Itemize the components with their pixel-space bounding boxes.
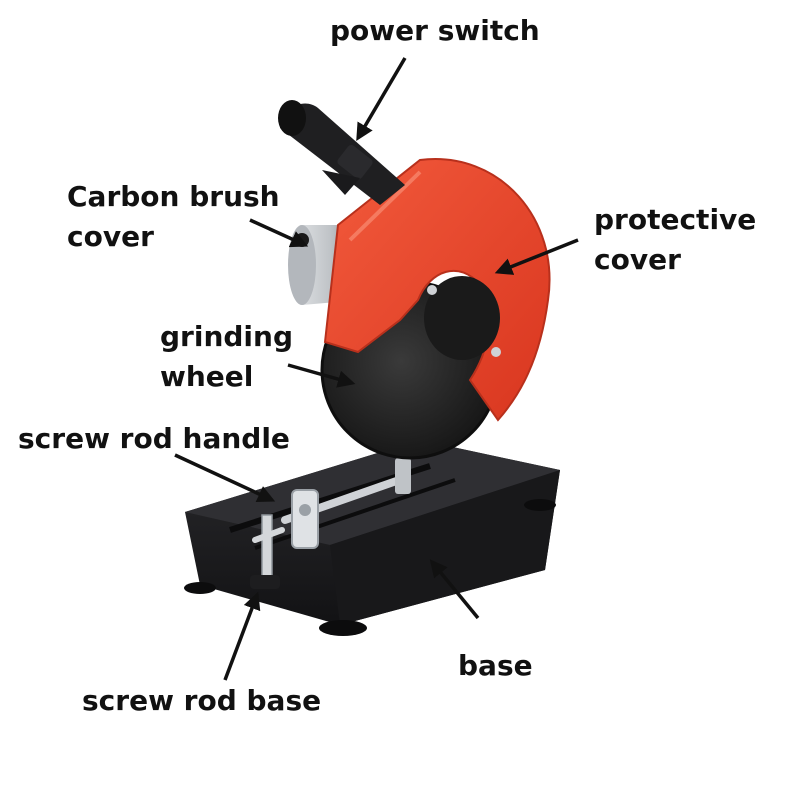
arrow-base bbox=[429, 559, 480, 620]
label-grinding-wheel-line1: grinding bbox=[160, 320, 293, 353]
label-protective-cover-line2: cover bbox=[594, 243, 681, 276]
arrow-protective-cover bbox=[494, 238, 579, 275]
base-part bbox=[184, 440, 560, 636]
arrow-screw-rod-handle bbox=[174, 453, 276, 503]
handle-part bbox=[278, 100, 405, 205]
arrow-grinding-wheel bbox=[287, 363, 356, 388]
label-grinding-wheel-line2: wheel bbox=[160, 360, 254, 393]
arrow-power-switch bbox=[356, 57, 407, 142]
protective-cover-part bbox=[323, 158, 551, 422]
label-carbon-brush-cover-line1: Carbon brush bbox=[67, 180, 280, 213]
label-protective-cover-line1: protective bbox=[594, 203, 757, 236]
arrow-carbon-brush-cover bbox=[249, 218, 309, 248]
label-power-switch: power switch bbox=[330, 14, 540, 47]
label-carbon-brush-cover-line2: cover bbox=[67, 220, 154, 253]
label-screw-rod-base: screw rod base bbox=[82, 684, 322, 717]
label-base: base bbox=[458, 649, 533, 682]
arrow-screw-rod-base bbox=[223, 591, 261, 681]
pointer-arrows bbox=[174, 57, 579, 681]
screw-rod-assembly bbox=[250, 458, 411, 589]
label-screw-rod-handle: screw rod handle bbox=[18, 422, 290, 455]
